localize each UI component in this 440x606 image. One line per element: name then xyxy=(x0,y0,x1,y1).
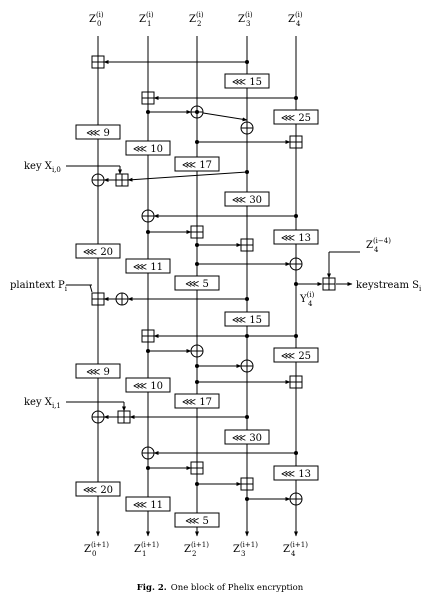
rotate-label: ⋘ 10 xyxy=(133,381,163,392)
rotate-box xyxy=(174,275,220,291)
rotate-box xyxy=(125,377,171,393)
rotate-label: ⋘ 25 xyxy=(281,113,311,124)
rotate-label: ⋘ 15 xyxy=(232,77,262,88)
junction-dot xyxy=(245,297,249,301)
output-label-z1-sub: 1 xyxy=(142,550,146,558)
rotate-box xyxy=(174,393,220,409)
junction-dot xyxy=(146,230,150,234)
rotate-label: ⋘ 11 xyxy=(133,500,163,511)
input-label-z3: Z(i) xyxy=(238,11,253,25)
output-label-z2: Z(i+1) xyxy=(184,541,209,555)
output-label-z0: Z(i+1) xyxy=(84,541,109,555)
rotate-label: ⋘ 30 xyxy=(232,433,262,444)
rotate-label: ⋘ 11 xyxy=(133,262,163,273)
junction-dot xyxy=(195,262,199,266)
rotate-box xyxy=(224,311,270,327)
rotate-box xyxy=(224,429,270,445)
junction-dot xyxy=(195,140,199,144)
rotate-box xyxy=(174,156,220,172)
rotate-label: ⋘ 25 xyxy=(281,351,311,362)
rotate-box xyxy=(174,512,220,528)
output-label-z4: Z(i+1) xyxy=(283,541,308,555)
rotate-label: ⋘ 20 xyxy=(83,247,113,258)
rotate-label: ⋘ 20 xyxy=(83,485,113,496)
rotate-label: ⋘ 17 xyxy=(182,397,212,408)
wire-9 xyxy=(196,111,248,122)
rotate-label: ⋘ 9 xyxy=(86,367,110,378)
input-label-z4-sub: 4 xyxy=(296,20,301,28)
rotate-box xyxy=(273,465,319,481)
rotate-box xyxy=(125,258,171,274)
junction-dot xyxy=(245,415,249,419)
rotate-label: ⋘ 5 xyxy=(185,279,209,290)
output-label-z1: Z(i+1) xyxy=(134,541,159,555)
junction-dot xyxy=(245,334,249,338)
rotate-box xyxy=(273,347,319,363)
input-label-z2: Z(i) xyxy=(189,11,204,25)
rotate-label: ⋘ 5 xyxy=(185,516,209,527)
junction-dot xyxy=(294,282,298,286)
z-prev-label: Z(i−4) xyxy=(366,237,391,251)
rotate-box xyxy=(273,109,319,125)
wire-14 xyxy=(127,171,248,182)
rotate-label: ⋘ 15 xyxy=(232,315,262,326)
rotate-label: ⋘ 13 xyxy=(281,233,311,244)
junction-dot xyxy=(294,451,298,455)
key0-label: key Xi,0 xyxy=(24,161,61,174)
input-label-z2-sub: 2 xyxy=(197,20,201,28)
output-label-z2-sub: 2 xyxy=(192,550,196,558)
junction-dot xyxy=(146,110,150,114)
junction-dot xyxy=(294,334,298,338)
output-label-z3: Z(i+1) xyxy=(233,541,258,555)
rotate-label: ⋘ 9 xyxy=(86,128,110,139)
plaintext-label: plaintext Pi xyxy=(10,280,68,293)
input-label-z3-sub: 3 xyxy=(246,20,250,28)
rotate-label: ⋘ 10 xyxy=(133,144,163,155)
rotate-box xyxy=(75,481,121,497)
output-label-z0-sub: 0 xyxy=(92,550,96,558)
junction-dot xyxy=(294,96,298,100)
output-label-z3-sub: 3 xyxy=(241,550,245,558)
rotate-box xyxy=(125,140,171,156)
junction-dot xyxy=(195,482,199,486)
junction-dot xyxy=(245,60,249,64)
rotate-box xyxy=(273,229,319,245)
wire-25 xyxy=(89,284,93,293)
input-label-z1: Z(i) xyxy=(139,11,154,25)
keystream-label: keystream Si xyxy=(356,280,422,293)
rotate-label: ⋘ 17 xyxy=(182,160,212,171)
figure-caption: Fig. 2.One block of Phelix encryption xyxy=(137,583,304,593)
rotate-box xyxy=(125,496,171,512)
junction-dot xyxy=(146,466,150,470)
rotate-box xyxy=(75,243,121,259)
input-label-z0-sub: 0 xyxy=(97,20,101,28)
rotate-label: ⋘ 13 xyxy=(281,469,311,480)
junction-dot xyxy=(195,364,199,368)
y-out-label-sub: 4 xyxy=(308,300,313,308)
output-label-z4-sub: 4 xyxy=(291,550,296,558)
z-prev-label-sub: 4 xyxy=(374,246,379,254)
y-out-label: Y(i) xyxy=(299,291,315,305)
rotate-box xyxy=(75,363,121,379)
rotate-box xyxy=(224,191,270,207)
key1-label: key Xi,1 xyxy=(24,397,61,410)
junction-dot xyxy=(245,170,249,174)
rotate-box xyxy=(224,73,270,89)
operations: ⋘ 15 ⋘ 25 ⋘ 9 ⋘ 10 ⋘ 17 ⋘ 30 ⋘ 13 ⋘ 20 ⋘ 11 ⋘ 5 ⋘ … xyxy=(75,55,336,528)
junction-dot xyxy=(294,214,298,218)
input-label-z0: Z(i) xyxy=(89,11,104,25)
rotate-label: ⋘ 30 xyxy=(232,195,262,206)
input-label-z4: Z(i) xyxy=(288,11,303,25)
junction-dot xyxy=(195,243,199,247)
input-label-z1-sub: 1 xyxy=(147,20,151,28)
junction-dot xyxy=(245,497,249,501)
junction-dot xyxy=(146,349,150,353)
rotate-box xyxy=(75,124,121,140)
junction-dot xyxy=(195,110,199,114)
junction-dot xyxy=(195,380,199,384)
